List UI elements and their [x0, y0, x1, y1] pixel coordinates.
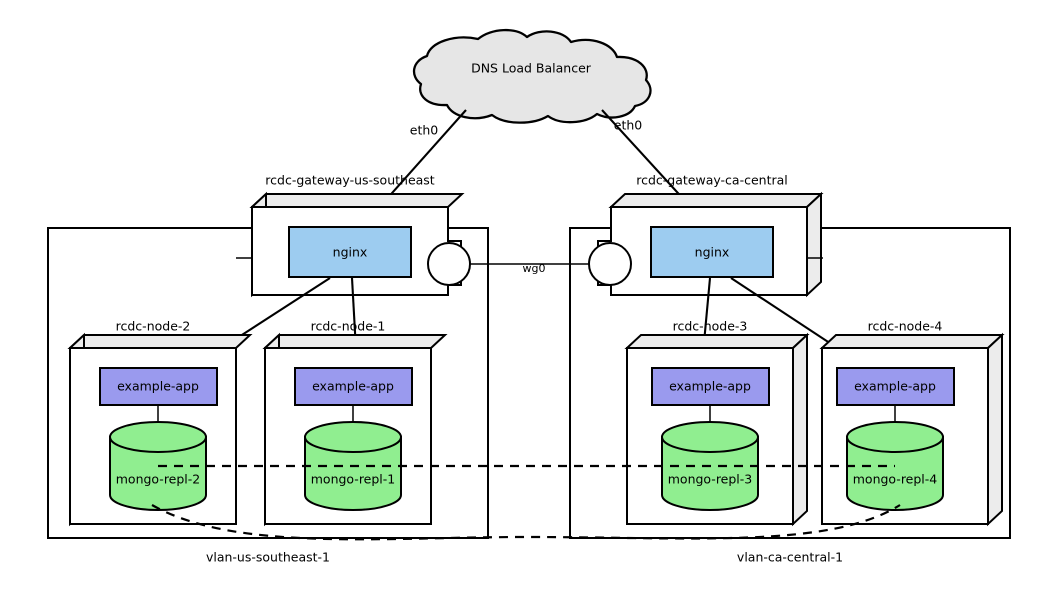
node4-app-label: example-app: [854, 379, 936, 394]
gateway-right-depth-face: [806, 191, 822, 298]
nginx-box-right[interactable]: [650, 226, 774, 278]
eth0-label-left: eth0: [410, 123, 439, 138]
gateway-left-top-face: [249, 193, 465, 208]
node4-db-body: [846, 436, 944, 511]
node4-db-cylinder[interactable]: [846, 421, 944, 511]
node-rcdc-node-3[interactable]: rcdc-node-3 example-app mongo-repl-3: [624, 319, 810, 527]
node2-app-label: example-app: [117, 379, 199, 394]
nginx-label-right: nginx: [695, 245, 730, 260]
node-rcdc-node-4[interactable]: rcdc-node-4 example-app mongo-repl-4: [819, 319, 1005, 527]
node-rcdc-node-2[interactable]: rcdc-node-2 example-app mongo-repl-2: [67, 319, 253, 527]
gateway-us-southeast[interactable]: rcdc-gateway-us-southeast nginx: [236, 173, 465, 298]
node1-db-cylinder[interactable]: [304, 421, 402, 511]
wg0-endpoint-left[interactable]: [427, 242, 471, 286]
node1-app-label: example-app: [312, 379, 394, 394]
node2-db-body: [109, 436, 207, 511]
wg0-endpoint-right[interactable]: [588, 242, 632, 286]
node2-label: rcdc-node-2: [116, 319, 191, 334]
node1-db-top: [304, 421, 402, 453]
node2-db-cylinder[interactable]: [109, 421, 207, 511]
vlan-left-label: vlan-us-southeast-1: [206, 550, 330, 565]
node3-db-top: [661, 421, 759, 453]
node4-db-top: [846, 421, 944, 453]
wg0-label: wg0: [523, 262, 546, 275]
node4-label: rcdc-node-4: [868, 319, 943, 334]
cloud-shape: [412, 28, 652, 124]
cloud-label: DNS Load Balancer: [471, 61, 592, 76]
node3-depth-face: [792, 332, 808, 527]
dns-load-balancer-cloud: DNS Load Balancer: [412, 28, 652, 124]
node4-depth-face: [987, 332, 1003, 527]
node3-db-label: mongo-repl-3: [668, 472, 753, 487]
node1-db-label: mongo-repl-1: [311, 472, 396, 487]
vlan-right-label: vlan-ca-central-1: [737, 550, 843, 565]
node2-top-face: [67, 334, 253, 349]
gateway-ca-central[interactable]: rcdc-gateway-ca-central nginx: [597, 173, 824, 298]
node3-app-label: example-app: [669, 379, 751, 394]
node2-db-top: [109, 421, 207, 453]
node4-top-face: [819, 334, 1005, 349]
node4-app-box[interactable]: [836, 367, 955, 406]
node-rcdc-node-1[interactable]: rcdc-node-1 example-app mongo-repl-1: [262, 319, 448, 527]
nginx-label-left: nginx: [333, 245, 368, 260]
node2-app-box[interactable]: [99, 367, 218, 406]
node1-db-body: [304, 436, 402, 511]
mongo-replication-curved: [151, 504, 901, 541]
gateway-left-label: rcdc-gateway-us-southeast: [265, 173, 435, 188]
eth0-label-right: eth0: [614, 118, 643, 133]
wireguard-tunnel: wg0: [427, 242, 632, 286]
node3-app-box[interactable]: [651, 367, 770, 406]
node1-app-box[interactable]: [294, 367, 413, 406]
gateway-right-top-face: [608, 193, 824, 208]
node1-label: rcdc-node-1: [311, 319, 386, 334]
gateway-right-label: rcdc-gateway-ca-central: [636, 173, 788, 188]
node3-label: rcdc-node-3: [673, 319, 748, 334]
node3-top-face: [624, 334, 810, 349]
node3-db-body: [661, 436, 759, 511]
node4-db-label: mongo-repl-4: [853, 472, 938, 487]
node3-db-cylinder[interactable]: [661, 421, 759, 511]
nginx-box-left[interactable]: [288, 226, 412, 278]
node2-db-label: mongo-repl-2: [116, 472, 201, 487]
node1-top-face: [262, 334, 448, 349]
